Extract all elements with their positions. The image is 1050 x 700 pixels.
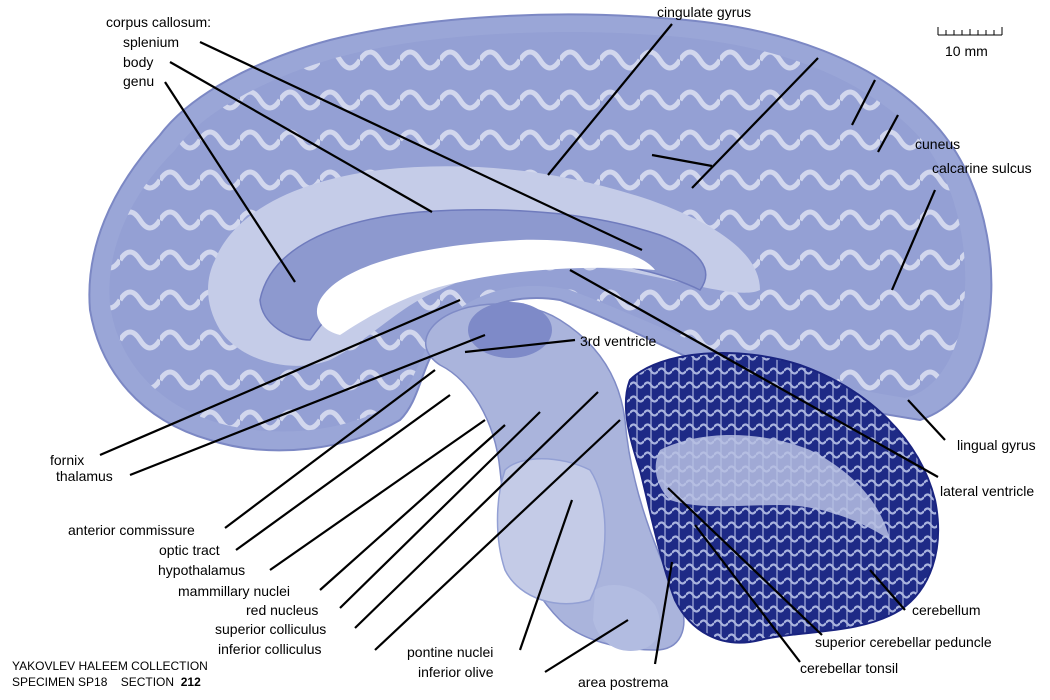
label-area-postrema: area postrema xyxy=(578,674,669,690)
label-thalamus: thalamus xyxy=(56,468,113,484)
leader-cerebellum xyxy=(869,569,906,611)
lateral-ventricle-shape xyxy=(316,239,655,335)
label-corpus-callosum: corpus callosum: xyxy=(106,14,212,30)
footer-collection: YAKOVLEV HALEEM COLLECTION xyxy=(12,659,208,673)
label-red-nucleus: red nucleus xyxy=(246,602,319,618)
footer-section-label: SECTION xyxy=(120,675,175,689)
label-superior-colliculus: superior colliculus xyxy=(215,621,327,637)
label-lateral-ventricle: lateral ventricle xyxy=(940,483,1035,499)
label-hypothalamus: hypothalamus xyxy=(158,562,246,578)
leader-cingulate-3 xyxy=(651,153,713,168)
leader-cuneus-2 xyxy=(877,114,899,153)
label-genu: genu xyxy=(123,73,155,89)
label-cuneus: cuneus xyxy=(915,136,961,152)
footer-specimen: SPECIMEN SP18 xyxy=(12,675,108,689)
label-superior-cerebellar-peduncle: superior cerebellar peduncle xyxy=(815,634,992,650)
leader-splenium xyxy=(199,41,643,251)
label-calcarine-sulcus: calcarine sulcus xyxy=(932,160,1032,176)
leader-anterior-commissure xyxy=(224,369,436,529)
leader-third-ventricle xyxy=(464,338,576,354)
label-anterior-commissure: anterior commissure xyxy=(68,522,195,538)
label-inferior-olive: inferior olive xyxy=(418,664,494,680)
medulla-shape xyxy=(593,585,660,651)
label-optic-tract: optic tract xyxy=(159,542,220,558)
leader-hypothalamus xyxy=(269,419,486,571)
leader-lines xyxy=(99,23,946,673)
leader-genu xyxy=(164,81,296,283)
leader-lateral-ventricle xyxy=(569,269,939,478)
label-splenium: splenium xyxy=(123,34,180,50)
leader-optic-tract xyxy=(235,394,451,551)
leader-mammillary xyxy=(319,424,506,591)
leader-inferior-colliculus xyxy=(374,419,621,651)
leader-lingual xyxy=(907,399,946,441)
label-cerebellum: cerebellum xyxy=(912,602,981,618)
leader-thalamus xyxy=(129,333,486,477)
leader-inferior-olive xyxy=(544,619,629,673)
label-3rd-ventricle: 3rd ventricle xyxy=(580,333,657,349)
cerebellar-white-matter xyxy=(655,435,890,540)
scale-bar xyxy=(937,27,1003,36)
leader-red-nucleus xyxy=(339,411,541,609)
footer-section-number: 212 xyxy=(180,675,201,689)
leader-superior-cerebellar-peduncle xyxy=(667,487,823,636)
label-fornix: fornix xyxy=(50,452,85,468)
leader-cingulate-2 xyxy=(691,57,819,189)
label-mammillary-nuclei: mammillary nuclei xyxy=(178,583,291,599)
pons-shape xyxy=(496,458,606,605)
leader-fornix xyxy=(99,298,461,457)
label-inferior-colliculus: inferior colliculus xyxy=(218,641,322,657)
label-body: body xyxy=(123,54,154,70)
label-lingual-gyrus: lingual gyrus xyxy=(957,437,1036,453)
leader-pontine-nuclei xyxy=(518,499,574,651)
leader-cerebellar-tonsil xyxy=(694,524,801,663)
leader-area-postrema xyxy=(653,561,674,665)
label-pontine-nuclei: pontine nuclei xyxy=(407,644,494,660)
label-cerebellar-tonsil: cerebellar tonsil xyxy=(800,660,899,676)
scale-label: 10 mm xyxy=(945,43,988,59)
leader-calcarine xyxy=(890,189,937,291)
label-cingulate-gyrus: cingulate gyrus xyxy=(657,4,752,20)
footer-specimen-line: SPECIMEN SP18 SECTION 212 xyxy=(12,675,201,689)
leader-superior-colliculus xyxy=(354,391,599,629)
leader-body xyxy=(169,61,433,213)
leader-cuneus-1 xyxy=(851,79,876,126)
leader-cingulate-1 xyxy=(547,23,673,176)
